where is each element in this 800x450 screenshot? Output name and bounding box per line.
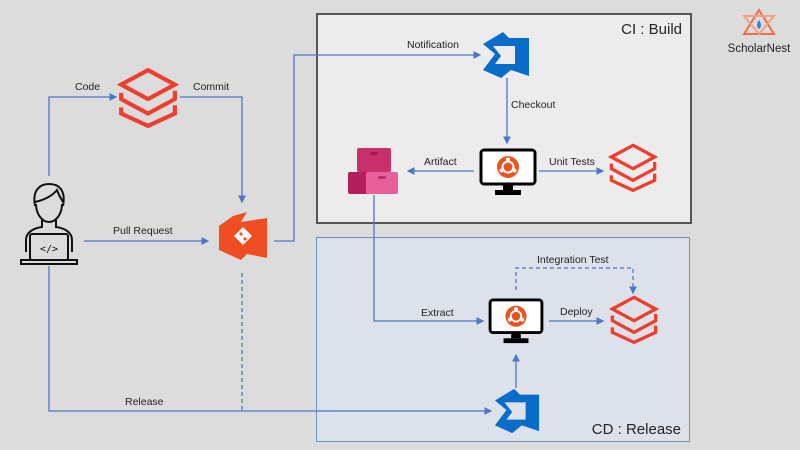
label-commit: Commit — [193, 81, 230, 93]
label-code: Code — [75, 81, 101, 93]
label-checkout: Checkout — [511, 99, 556, 111]
scholarnest-logo-icon — [741, 8, 777, 36]
databricks-stack-icon — [608, 143, 658, 192]
label-release: Release — [125, 396, 164, 408]
svg-text:</>: </> — [40, 244, 58, 255]
databricks-stack-icon — [609, 295, 659, 344]
cd-stage-title: CD : Release — [591, 421, 681, 438]
edge-extract — [373, 195, 485, 325]
ci-stage-title: CI : Build — [621, 21, 682, 38]
ubuntu-monitor-icon — [488, 298, 544, 344]
azure-pipelines-icon — [483, 32, 529, 78]
databricks-stack-icon — [117, 67, 179, 128]
edge-commit — [180, 96, 246, 204]
label-notification: Notification — [407, 39, 459, 51]
edge-integration-test — [515, 267, 637, 295]
label-artifact: Artifact — [424, 156, 457, 168]
developer-laptop-icon: </> — [20, 182, 78, 265]
azure-pipelines-icon — [494, 388, 540, 434]
artifact-boxes-icon — [348, 148, 398, 194]
azure-repos-git-icon — [219, 212, 267, 260]
ubuntu-monitor-icon — [479, 148, 537, 195]
edge-notification — [274, 51, 482, 242]
brand-name: ScholarNest — [727, 43, 791, 55]
label-pull-request: Pull Request — [113, 225, 173, 237]
edge-code — [48, 93, 118, 176]
label-extract: Extract — [421, 307, 454, 319]
edge-release — [48, 266, 493, 415]
label-deploy: Deploy — [560, 306, 593, 318]
brand: ScholarNest — [724, 8, 794, 55]
label-unit-tests: Unit Tests — [549, 156, 595, 168]
label-integration-test: Integration Test — [537, 254, 609, 266]
